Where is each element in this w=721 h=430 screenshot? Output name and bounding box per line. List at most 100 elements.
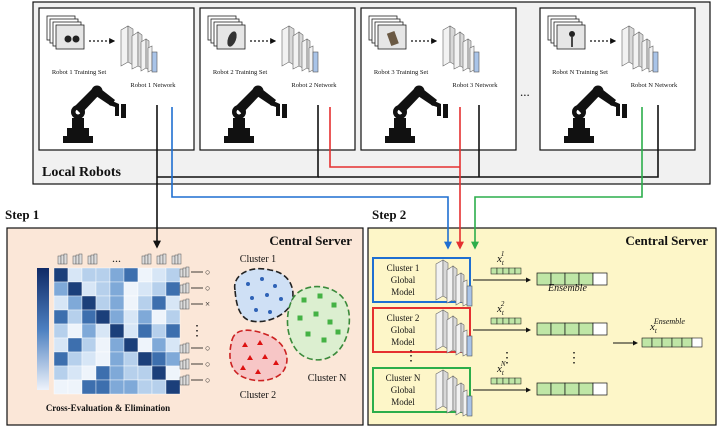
matrix-cell	[95, 309, 111, 325]
prediction-label: xt2	[496, 300, 505, 317]
step1-label: Step 1	[5, 207, 39, 222]
matrix-cell	[151, 295, 167, 311]
matrix-cell	[151, 337, 167, 353]
cluster-model-text: Global	[391, 325, 416, 335]
matrix-row-ellipsis: ⋮	[190, 324, 204, 339]
matrix-cell	[151, 379, 167, 395]
ensemble-output-cell	[641, 337, 653, 348]
step2-server-title: Central Server	[625, 233, 708, 248]
cluster1-label: Cluster 1	[240, 254, 276, 265]
ensemble-output-cell	[681, 337, 693, 348]
matrix-cell	[53, 379, 69, 395]
matrix-cell	[137, 337, 153, 353]
clusterN-point	[317, 293, 323, 299]
prediction-vector-cell	[490, 267, 498, 275]
matrix-cell	[109, 281, 125, 297]
matrix-cell	[137, 309, 153, 325]
matrix-cell	[81, 379, 97, 395]
robots-ellipsis: ...	[520, 84, 530, 99]
row-mark-symbol: ○	[205, 283, 210, 293]
ensemble-output-cell	[661, 337, 673, 348]
matrix-cell	[109, 351, 125, 367]
matrix-cell	[53, 309, 69, 325]
matrix-cell	[165, 295, 181, 311]
prediction-vector-cell	[508, 377, 516, 385]
matrix-cell	[137, 295, 153, 311]
prediction-label: xtN	[496, 360, 506, 377]
matrix-cell	[137, 267, 153, 283]
matrix-row-mark: ○	[179, 358, 210, 370]
prediction-vector-cell	[514, 267, 522, 275]
matrix-cell	[123, 323, 139, 339]
prediction-vector-cell	[502, 317, 510, 325]
robotN-to-step1	[318, 105, 659, 178]
ensemble-vector-cell	[536, 382, 552, 396]
matrix-cell	[165, 267, 181, 283]
matrix-cell	[53, 337, 69, 353]
clusterN-point	[301, 297, 307, 303]
matrix-cell	[137, 365, 153, 381]
connections	[153, 105, 659, 250]
prediction-vector-cell	[508, 267, 516, 275]
training-set-label: Robot N Training Set	[552, 69, 608, 76]
matrix-cell	[81, 323, 97, 339]
cross-eval-caption: Cross-Evaluation & Elimination	[46, 403, 170, 413]
matrix-cell	[165, 379, 181, 395]
ensemble-vector-cell	[592, 382, 608, 396]
clusterN-point	[297, 315, 303, 321]
matrix-cell	[151, 281, 167, 297]
ensemble-vector-cell	[564, 322, 580, 336]
cluster2-point	[242, 342, 248, 347]
network-label: Robot 2 Network	[291, 82, 337, 89]
ensemble-vector-cell	[550, 382, 566, 396]
cluster2-point	[255, 369, 261, 374]
matrix-cell	[95, 281, 111, 297]
goggles-lens	[72, 35, 80, 43]
cluster1-point	[279, 297, 283, 301]
matrix-cell	[81, 267, 97, 283]
cluster-model-text: Cluster 1	[387, 263, 420, 273]
matrix-cell	[151, 351, 167, 367]
cluster1-point	[273, 284, 277, 288]
cluster-model-text: Cluster N	[386, 373, 421, 383]
ensemble-output-cell	[671, 337, 683, 348]
matrix-cell	[165, 365, 181, 381]
matrix-cell	[123, 365, 139, 381]
spoon-handle	[571, 37, 573, 47]
matrix-row-mark: ○	[179, 374, 210, 386]
training-set-label: Robot 3 Training Set	[374, 69, 429, 76]
matrix-cell	[165, 323, 181, 339]
matrix-cell	[81, 295, 97, 311]
row-mark-symbol: ○	[205, 375, 210, 385]
clusterN-point	[321, 337, 327, 343]
row-mark-symbol: ○	[205, 343, 210, 353]
cluster-model-text: Global	[391, 385, 416, 395]
matrix-cell	[109, 337, 125, 353]
cluster-model-text: Model	[391, 337, 415, 347]
cluster1-point	[260, 277, 264, 281]
ensemble-vector-cell	[592, 272, 608, 286]
cluster1-blob	[234, 268, 294, 323]
clusterN-point	[305, 331, 311, 337]
matrix-cell	[67, 281, 83, 297]
ensemble-vector-cell	[592, 322, 608, 336]
ensemble-vector-cell	[578, 382, 594, 396]
matrix-cell	[53, 323, 69, 339]
robot1-uplink	[171, 107, 452, 250]
ensemble-vector-cell	[564, 382, 580, 396]
ensemble-label: Ensemble	[547, 283, 587, 294]
matrix-cell	[95, 351, 111, 367]
matrix-cell	[53, 295, 69, 311]
matrix-cell	[109, 365, 125, 381]
matrix-cell	[165, 351, 181, 367]
row-mark-symbol: ○	[205, 359, 210, 369]
matrix-cell	[137, 351, 153, 367]
matrix-row-mark: ○	[179, 266, 210, 278]
ensemble-vector-cell	[536, 322, 552, 336]
